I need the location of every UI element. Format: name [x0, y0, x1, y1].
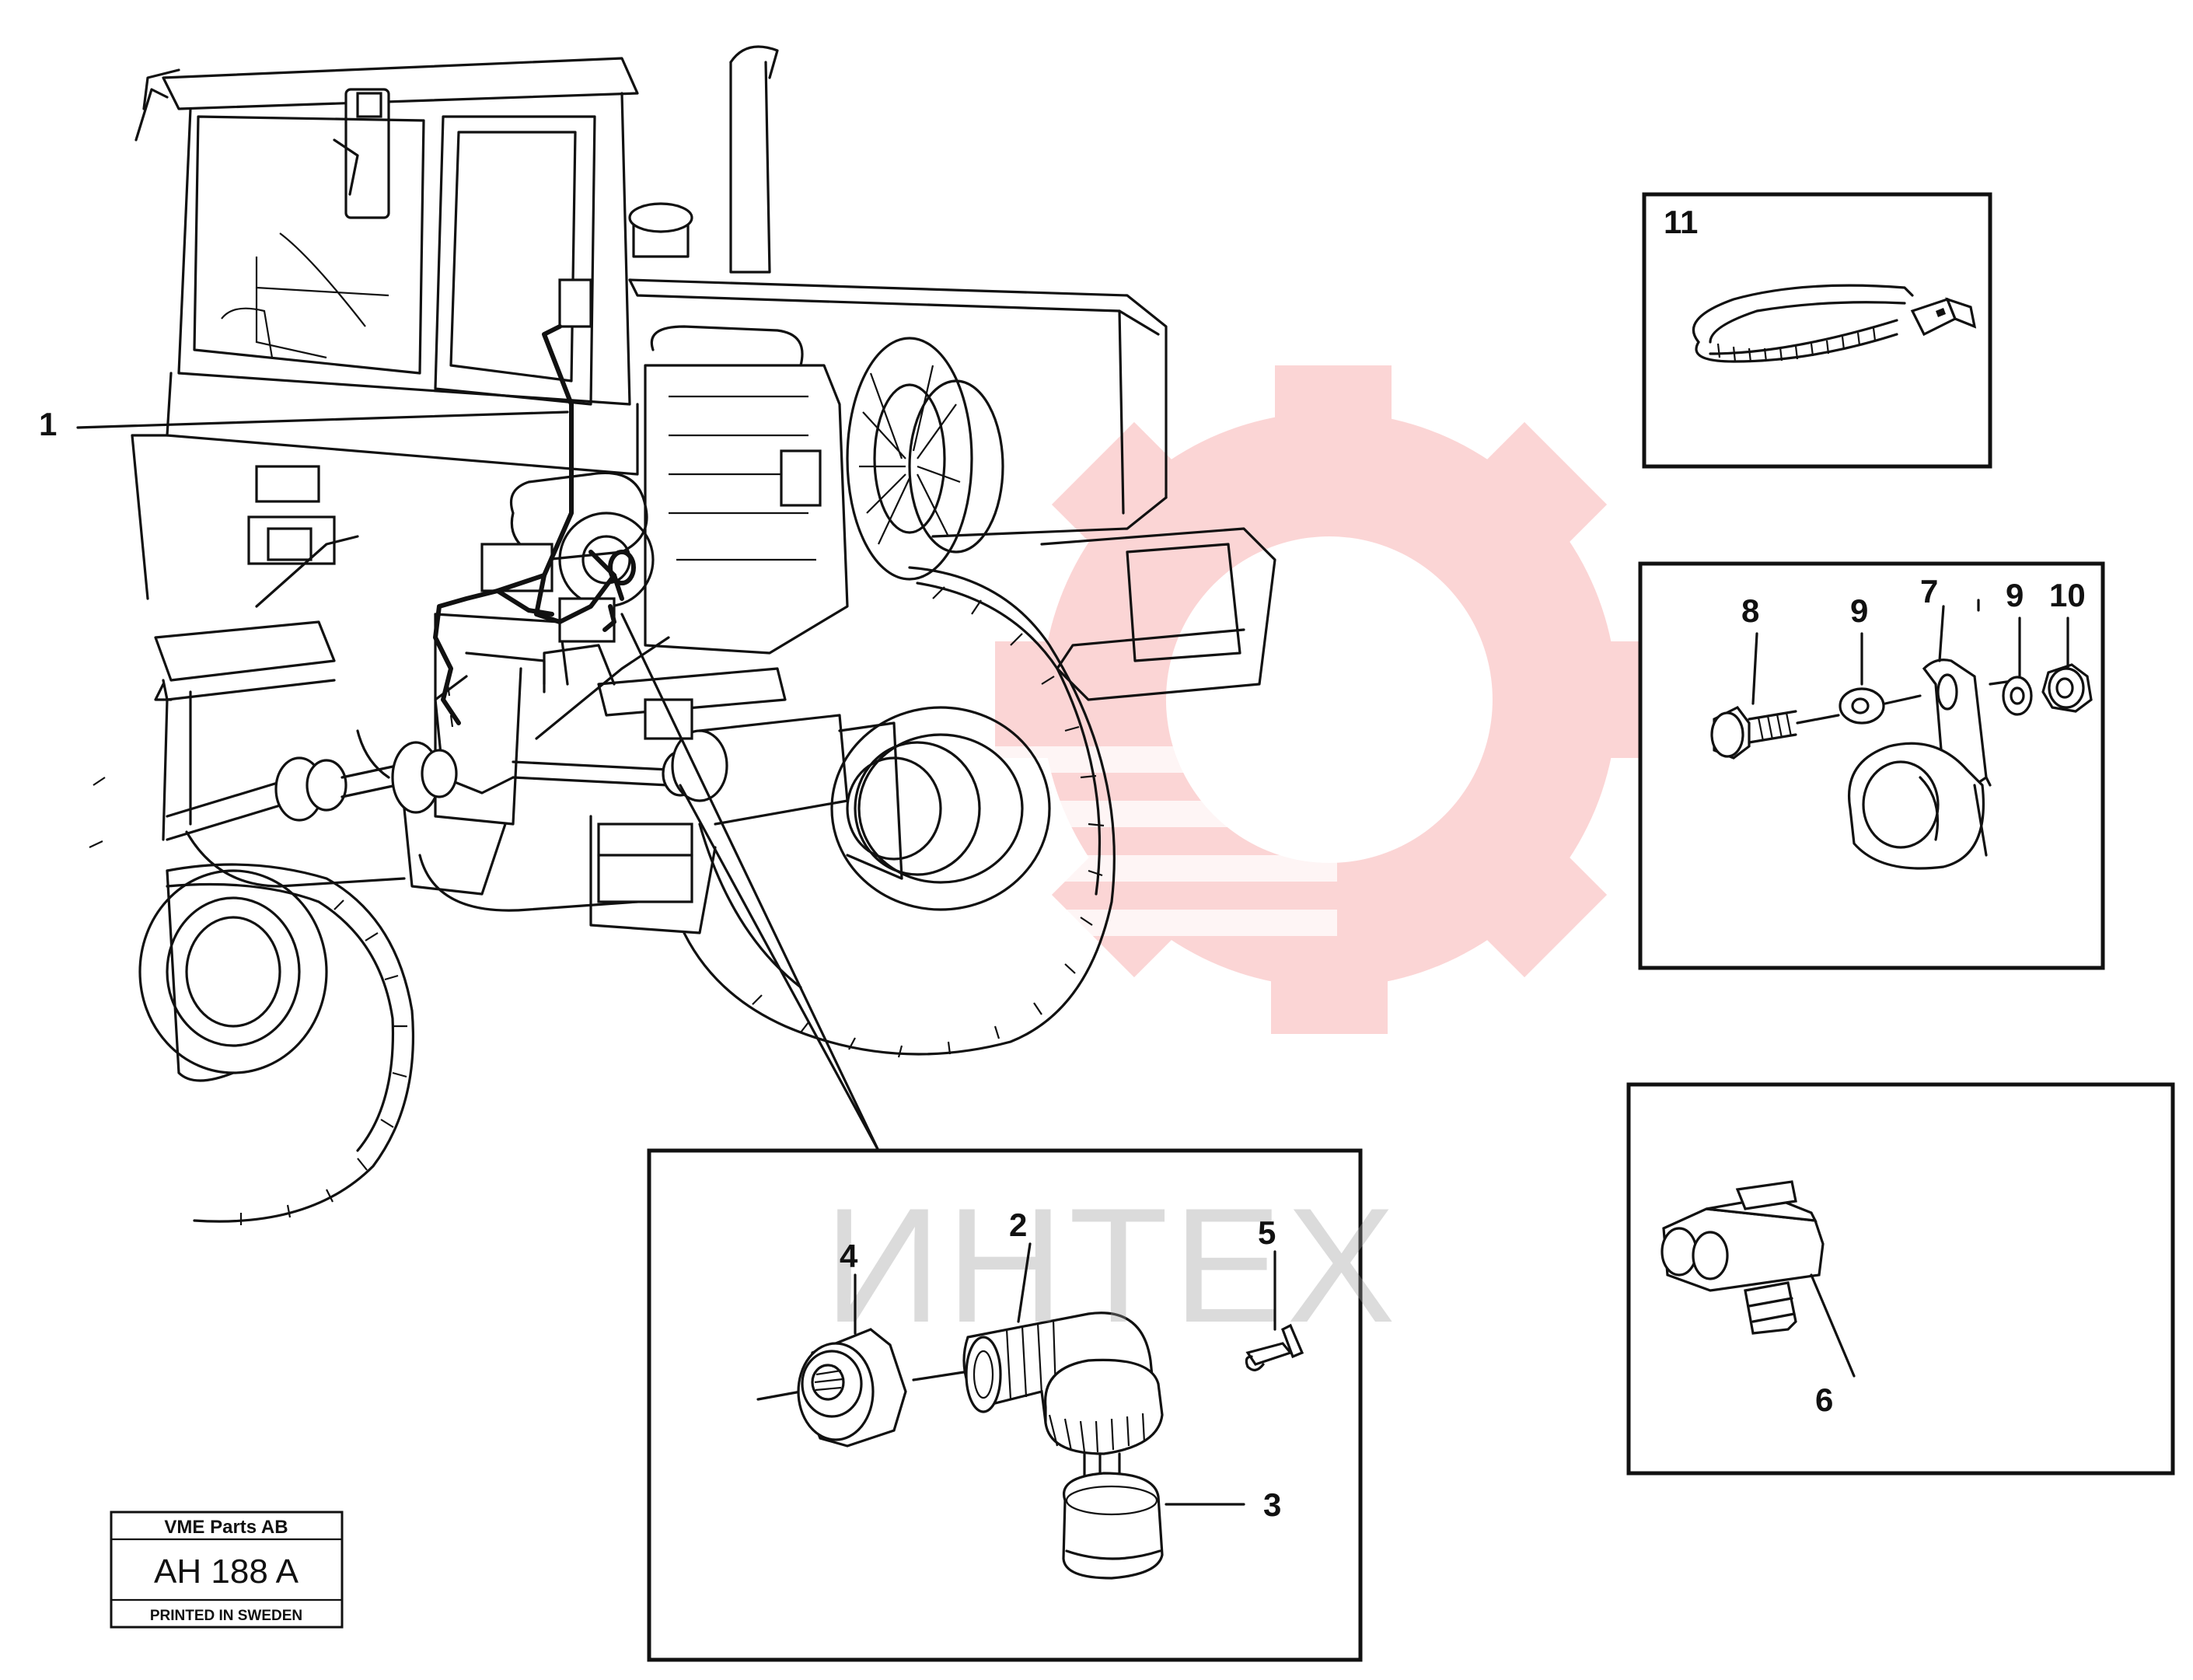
callout-9-right: 9 [2006, 577, 2024, 613]
detail-leader-lines [76, 410, 880, 1152]
part-washer-right [2002, 676, 2033, 716]
callout-1: 1 [39, 406, 57, 442]
callout-4: 4 [840, 1238, 858, 1274]
stamp-printed: PRINTED IN SWEDEN [150, 1608, 302, 1624]
part-clamp [1848, 658, 1992, 870]
detail-box-connector [1626, 1082, 2175, 1476]
callout-labels: 1 2 3 4 5 6 7 8 9 9 10 11 [39, 204, 2086, 1523]
part-nut [756, 1328, 907, 1448]
callout-2: 2 [1009, 1207, 1027, 1243]
watermark-text: ИНТЕХ [824, 1174, 1400, 1357]
part-connector [1660, 1180, 1856, 1378]
callout-6: 6 [1815, 1381, 1833, 1418]
part-bolt [1710, 705, 1797, 760]
title-stamp: VME Parts AB AH 188 A PRINTED IN SWEDEN [110, 1511, 344, 1629]
stamp-company: VME Parts AB [164, 1517, 288, 1538]
stamp-code: AH 188 A [154, 1553, 299, 1591]
detail-box-clamp [1638, 561, 2105, 970]
wiring-harness [433, 278, 636, 728]
part-sensor-cap [1062, 1452, 1245, 1580]
callout-5: 5 [1258, 1214, 1276, 1251]
part-washer-left [1839, 687, 1885, 725]
callout-8: 8 [1741, 592, 1759, 629]
detail-box-cable-tie [1642, 192, 1992, 469]
part-nut-small [2041, 663, 2093, 713]
detail-box-sensor [647, 1148, 1363, 1662]
callout-11: 11 [1664, 204, 1698, 240]
part-terminal [1245, 1323, 1304, 1371]
part-elbow-fitting [912, 1312, 1164, 1455]
watermark-gear-logo [793, 365, 1664, 1034]
callout-10: 10 [2049, 577, 2086, 613]
callout-3: 3 [1263, 1486, 1281, 1523]
callout-7: 7 [1920, 573, 1938, 609]
callout-9-left: 9 [1850, 592, 1868, 629]
